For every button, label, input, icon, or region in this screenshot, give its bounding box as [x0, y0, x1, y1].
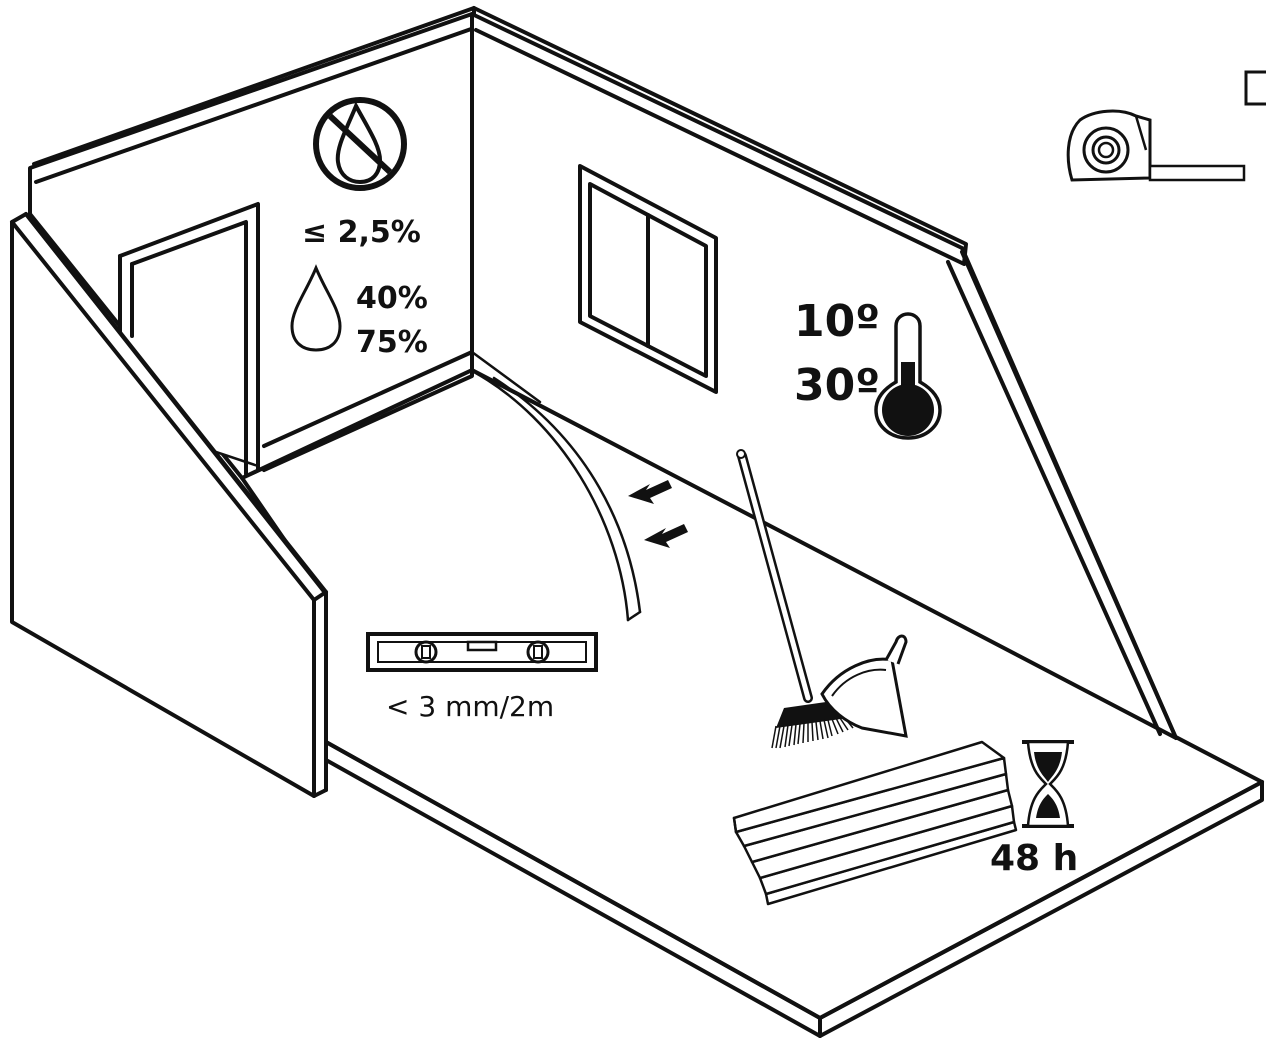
water-drop-icon [290, 264, 342, 352]
underlayment-strip [472, 370, 642, 622]
thermometer-icon [874, 312, 942, 440]
room-floor-edge [324, 740, 1264, 1038]
flatness-label: < 3 mm/2m [386, 690, 554, 723]
subfloor-moisture-label: ≤ 2,5% [302, 215, 421, 250]
acclimatization-label: 48 h [990, 838, 1078, 879]
tape-measure-icon [1066, 70, 1266, 182]
back-wall-right [470, 6, 1178, 740]
window [578, 164, 718, 394]
temp-max-label: 30º [794, 360, 880, 411]
dustpan-icon [820, 634, 908, 738]
floor-planks-icon [732, 740, 1018, 906]
arrow-icon [628, 480, 688, 548]
baseboard [262, 350, 542, 472]
side-wall [10, 212, 328, 798]
no-water-icon [313, 97, 407, 191]
spirit-level-icon [366, 632, 598, 672]
temp-min-label: 10º [794, 296, 880, 347]
humidity-max-label: 75% [356, 325, 428, 360]
humidity-min-label: 40% [356, 281, 428, 316]
hourglass-icon [1022, 740, 1074, 828]
